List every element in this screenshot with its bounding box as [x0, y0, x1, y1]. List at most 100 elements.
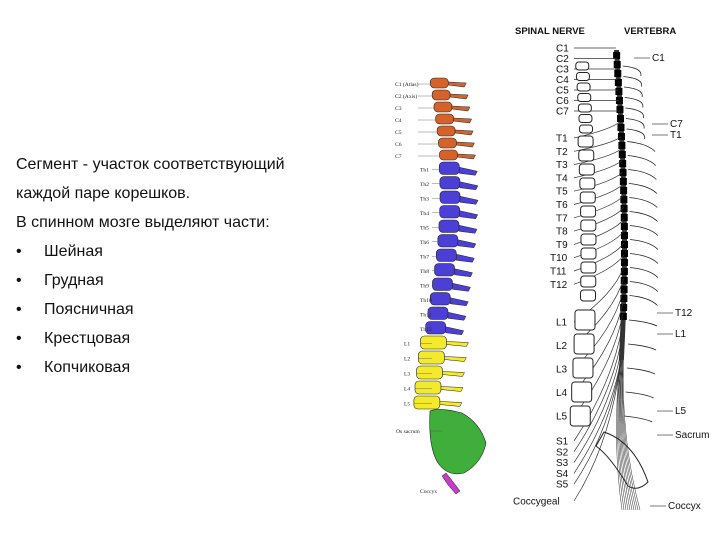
nerve-label: T5 — [556, 187, 568, 198]
nerve-label: T8 — [556, 227, 568, 238]
spinous-process — [626, 128, 646, 140]
cauda-equina-fiber — [617, 359, 625, 511]
vertebra-label: Th1 — [420, 167, 429, 173]
vertebral-body — [573, 333, 595, 355]
vertebra-label: Th10 — [420, 298, 432, 304]
nerve-label: T2 — [556, 147, 568, 158]
spinous-process — [456, 253, 475, 263]
vertebra-body — [436, 248, 457, 262]
cord-segment — [614, 70, 622, 77]
cord-segment — [614, 79, 622, 86]
vertebral-body — [580, 233, 597, 246]
nerve-label: T6 — [556, 200, 568, 211]
spinous-process — [448, 81, 467, 88]
nerve-label: C6 — [556, 96, 569, 107]
spinous-process — [452, 282, 471, 292]
cauda-equina-fiber — [618, 359, 629, 511]
vertebra-body — [438, 219, 460, 233]
list-item: •Поясничная — [16, 295, 346, 324]
spinous-process — [626, 367, 656, 375]
cord-segment — [620, 250, 628, 257]
spinous-process — [625, 391, 654, 399]
spinous-process — [446, 341, 469, 347]
vertebral-body — [576, 82, 591, 92]
spinous-process — [459, 166, 478, 176]
vertebra-body — [439, 205, 460, 219]
spinous-process — [622, 65, 642, 77]
definition-line-1: Сегмент - участок соответствующий — [16, 156, 285, 173]
vertebra-label: Th5 — [420, 225, 429, 231]
text-block: Сегмент - участок соответствующий каждой… — [16, 150, 346, 382]
vertebral-body — [577, 135, 594, 148]
vertebral-body — [579, 124, 594, 134]
vertebra-labels: C1 (Atlas)C2 (Axis)C3C4C5C6C7Th1Th2Th3Th… — [395, 81, 442, 495]
cord-segment — [620, 223, 628, 230]
vertebra-body — [433, 101, 453, 113]
nerve-root — [573, 349, 622, 463]
cauda-equina-fiber — [619, 359, 631, 511]
vertebral-body — [571, 381, 593, 403]
nerve-label: T11 — [550, 267, 567, 278]
nerve-label: L3 — [556, 365, 568, 376]
cord-segment — [620, 196, 628, 203]
cauda-equina-fiber — [618, 359, 627, 511]
spinous-process — [439, 401, 463, 407]
vertebra-label: L1 — [404, 342, 410, 348]
cord-segment — [619, 313, 627, 320]
vertebra-label: L3 — [404, 372, 410, 378]
vertebral-body — [577, 103, 592, 113]
vertebra-label: Th12 — [420, 327, 432, 333]
vertebra-body — [429, 77, 449, 89]
vertebra-label: C5 — [395, 130, 402, 136]
vertebra-label: C6 — [395, 142, 402, 148]
nerve-label: C7 — [556, 107, 569, 118]
spinous-process — [627, 155, 657, 166]
spinous-process — [444, 356, 467, 362]
spinous-process — [628, 319, 658, 327]
nerve-root — [573, 183, 624, 205]
vertebra-label: Th8 — [420, 269, 429, 275]
vertebra-label: C4 — [395, 118, 402, 124]
vertebral-body — [575, 72, 590, 81]
vertebra-label: C2 (Axis) — [395, 93, 417, 100]
vertebra-body — [435, 113, 454, 125]
vertebral-body — [580, 205, 597, 218]
nerve-label: L1 — [556, 318, 568, 329]
spinous-process — [624, 97, 644, 108]
nerve-label: L5 — [556, 412, 568, 423]
vertebral-body — [579, 177, 596, 190]
nerve-label: L2 — [556, 341, 568, 352]
vertebral-body — [580, 275, 597, 288]
nerve-label: T4 — [556, 173, 568, 184]
sacrum-label: Os sacrum — [396, 429, 420, 435]
vertebral-bodies — [569, 61, 659, 489]
vertebral-body — [580, 289, 597, 302]
spinous-process — [457, 239, 477, 249]
nerve-root — [573, 148, 622, 165]
nerve-label: T7 — [556, 213, 568, 224]
nerve-label: C5 — [556, 86, 569, 97]
colored-spine-illustration: C1 (Atlas)C2 (Axis)C3C4C5C6C7Th1Th2Th3Th… — [395, 77, 487, 495]
sacrum-shape — [429, 409, 487, 475]
spinous-process — [459, 210, 479, 220]
coccyx-label: Coccyx — [420, 489, 437, 495]
spinous-process — [447, 311, 467, 321]
bullet-icon: • — [16, 301, 22, 318]
cord-segment — [619, 178, 627, 185]
vertebra-label: L4 — [404, 387, 410, 393]
nerve-root — [573, 230, 625, 259]
nerve-label: C1 — [556, 44, 569, 55]
vertebral-body — [572, 357, 594, 379]
spinous-process — [625, 118, 645, 129]
spinous-process — [457, 153, 476, 160]
coccyx-shape — [441, 472, 461, 495]
vertebra-level-label: C7 — [670, 119, 683, 130]
spinous-process — [629, 281, 659, 292]
nerve-root — [573, 160, 623, 179]
vertebra-label: Th7 — [420, 254, 429, 260]
vertebra-body — [438, 137, 457, 149]
nerve-label: T1 — [556, 134, 568, 145]
vertebral-body — [577, 93, 592, 102]
nerve-root — [573, 195, 624, 219]
vertebra-body — [436, 125, 456, 137]
